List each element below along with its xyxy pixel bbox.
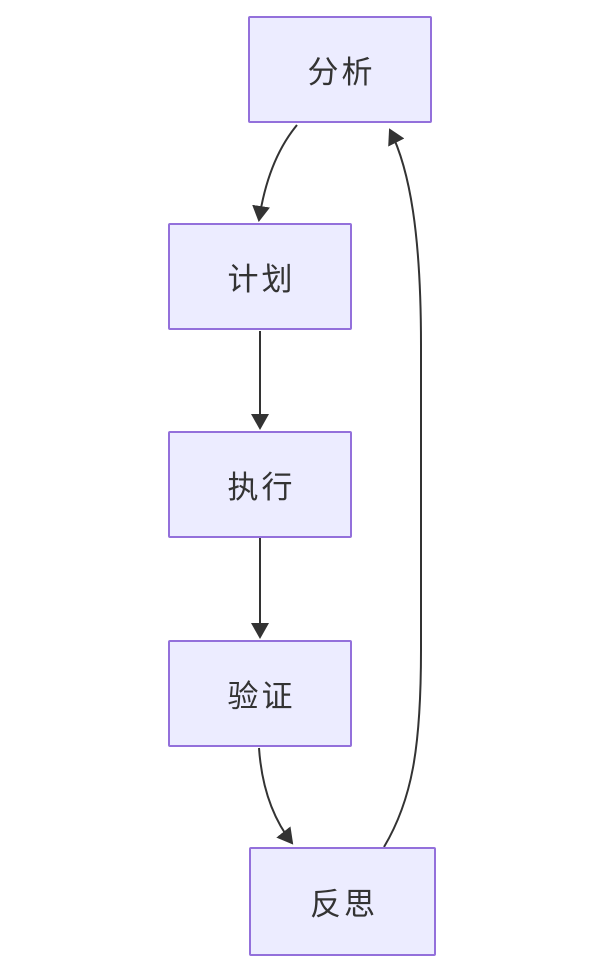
node-verify-label: 验证	[227, 679, 296, 714]
node-reflect-label: 反思	[310, 887, 378, 922]
edge-reflect-to-analysis	[383, 128, 422, 848]
node-reflect: 反思	[249, 847, 436, 956]
edge-analysis-to-plan	[252, 124, 298, 222]
node-plan-label: 计划	[227, 262, 296, 297]
node-analysis-label: 分析	[307, 55, 376, 90]
node-verify: 验证	[168, 640, 352, 747]
node-execute: 执行	[168, 431, 352, 538]
node-execute-label: 执行	[227, 470, 296, 505]
node-plan: 计划	[168, 223, 352, 330]
node-analysis: 分析	[248, 16, 432, 123]
edge-verify-to-reflect	[258, 747, 294, 845]
